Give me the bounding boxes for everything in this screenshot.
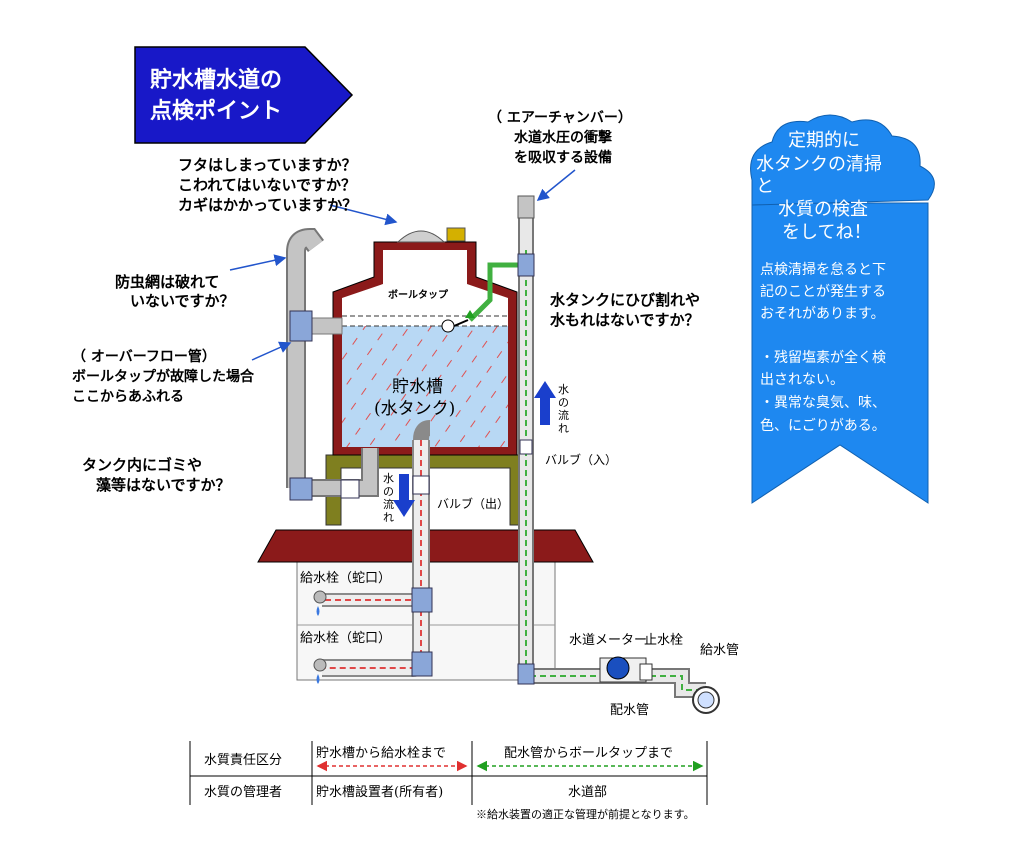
side-body-line5: 出されない。 — [760, 372, 844, 388]
svg-text:水道水圧の衝撃: 水道水圧の衝撃 — [514, 129, 612, 146]
svg-text:の: の — [383, 485, 394, 498]
air-chamber-label: （ エアーチャンバー） 水道水圧の衝撃 を吸収する設備 — [488, 110, 632, 166]
svg-text:フタはしまっていますか？: フタはしまっていますか？ — [178, 156, 357, 174]
side-title-line5: をしてね！ — [782, 222, 871, 243]
side-body-line4: ・残留塩素が全く検 — [760, 349, 886, 366]
faucet-1-label: 給水栓（蛇口） — [300, 571, 391, 586]
faucet-1-icon — [313, 590, 327, 604]
svg-text:（ オーバーフロー管）: （ オーバーフロー管） — [72, 348, 216, 365]
title-banner: 貯水槽水道の 点検ポイント — [134, 46, 354, 144]
insect-net-label: 防虫網は破れて いないですか？ — [115, 273, 235, 310]
overflow-pipe — [286, 227, 379, 501]
flow-arrows — [393, 381, 556, 517]
svg-text:水: 水 — [383, 472, 394, 485]
responsibility-table: 水質責任区分 貯水槽から給水栓まで 配水管からボールタップまで 水質の管理者 貯… — [189, 741, 708, 821]
down-flow-arrow — [393, 474, 415, 517]
water-tank — [332, 227, 518, 456]
svg-text:いないですか？: いないですか？ — [130, 292, 235, 310]
supply-pipe-label: 給水管 — [700, 643, 739, 658]
side-body-line7: 色、にごりがある。 — [760, 417, 886, 434]
valve-out-label: バルブ（出） — [437, 496, 509, 511]
side-title-line4: 水質の検査 — [778, 199, 868, 220]
up-flow-arrow — [534, 381, 556, 425]
stop-valve-label: 止水栓 — [644, 633, 683, 648]
crack-check-label: 水タンクにひび割れや 水もれはないですか？ — [550, 291, 700, 329]
svg-text:れ: れ — [383, 511, 394, 524]
pointer-lines — [229, 169, 576, 361]
svg-text:の: の — [558, 396, 569, 409]
table-row1-left: 貯水槽から給水栓まで — [316, 746, 446, 761]
lid-check-label: フタはしまっていますか？ こわれてはいないですか？ カギはかかっていますか？ — [178, 156, 357, 214]
table-row2-right: 水道部 — [568, 785, 607, 800]
air-chamber — [517, 195, 535, 219]
table-row1-right: 配水管からボールタップまで — [504, 746, 673, 761]
valve-in-label: バルブ（入） — [545, 452, 617, 467]
svg-text:藻等はないですか？: 藻等はないですか？ — [96, 476, 231, 494]
cloud-header — [750, 114, 935, 206]
table-row1-header: 水質責任区分 — [204, 753, 282, 768]
stop-valve-icon — [639, 663, 653, 681]
outlet-pipe — [313, 420, 433, 684]
svg-text:タンク内にゴミや: タンク内にゴミや — [82, 456, 202, 474]
svg-text:こわれてはいないですか？: こわれてはいないですか？ — [178, 176, 356, 194]
svg-text:流: 流 — [558, 408, 569, 422]
svg-text:カギはかかっていますか？: カギはかかっていますか？ — [178, 196, 357, 214]
side-body-line3: おそれがあります。 — [760, 306, 885, 322]
meter-label: 水道メーター — [569, 633, 647, 648]
banner-title-line1: 貯水槽水道の — [150, 67, 282, 93]
faucet-2-icon — [313, 658, 327, 672]
inlet-pipe — [441, 195, 720, 714]
side-panel: 定期的に 水タンクの清掃 と 水質の検査 をしてね！ 点検清掃を怠ると下 記のこ… — [750, 114, 935, 504]
svg-text:水タンクにひび割れや: 水タンクにひび割れや — [550, 291, 700, 309]
svg-text:ここからあふれる: ここからあふれる — [72, 389, 184, 405]
manhole-lid — [396, 230, 446, 243]
faucet-2-label: 給水栓（蛇口） — [300, 631, 391, 646]
water-meter-icon — [606, 656, 630, 680]
table-row2-left: 貯水槽設置者(所有者) — [316, 784, 443, 800]
svg-text:（ エアーチャンバー）: （ エアーチャンバー） — [488, 110, 632, 126]
overflow-label: （ オーバーフロー管） ボールタップが故障した場合 ここからあふれる — [72, 348, 255, 405]
svg-text:を吸収する設備: を吸収する設備 — [514, 149, 612, 166]
svg-text:水: 水 — [558, 383, 569, 396]
side-title-line1: 定期的に — [788, 130, 860, 151]
side-title-line2: 水タンクの清掃 — [756, 154, 882, 175]
svg-text:れ: れ — [558, 422, 569, 435]
ball-float-icon — [441, 319, 455, 333]
side-body-line6: ・異常な臭気、味、 — [760, 395, 886, 411]
table-note: ※給水装置の適正な管理が前提となります。 — [476, 807, 695, 821]
flow-label-right: 水 の 流 れ — [558, 383, 569, 435]
side-body-line2: 記のことが発生する — [760, 283, 886, 300]
banner-title-line2: 点検ポイント — [150, 98, 282, 124]
inlet-valve — [519, 439, 533, 455]
table-row2-header: 水質の管理者 — [204, 785, 282, 800]
ball-tap-label: ボールタップ — [388, 288, 449, 301]
dirt-check-label: タンク内にゴミや 藻等はないですか？ — [82, 456, 231, 494]
tank-label-line1: 貯水槽 — [392, 377, 443, 397]
tank-label-line2: (水タンク) — [374, 399, 455, 419]
svg-text:流: 流 — [383, 497, 394, 511]
lid-lock-icon — [446, 227, 466, 242]
svg-text:ボールタップが故障した場合: ボールタップが故障した場合 — [72, 368, 255, 385]
svg-text:水もれはないですか？: 水もれはないですか？ — [550, 311, 700, 329]
main-pipe-label: 配水管 — [610, 703, 649, 718]
flow-label-left: 水 の 流 れ — [383, 472, 394, 524]
side-title-line3: と — [756, 176, 774, 197]
side-body-line1: 点検清掃を怠ると下 — [760, 261, 886, 278]
svg-text:防虫網は破れて: 防虫網は破れて — [115, 273, 220, 291]
outlet-valve — [412, 475, 430, 495]
